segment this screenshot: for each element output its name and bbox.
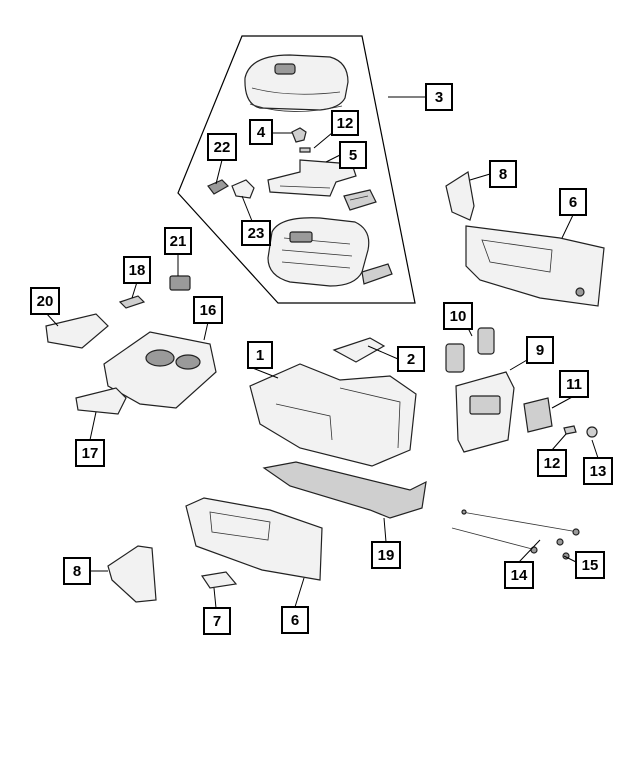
callout-19: 19: [371, 541, 401, 569]
callout-17: 17: [75, 439, 105, 467]
callout-22: 22: [207, 133, 237, 161]
callout-9: 9: [526, 336, 554, 364]
svg-text:8: 8: [73, 563, 81, 580]
console-mat-part: [332, 337, 386, 363]
console-base-part: [249, 363, 417, 467]
svg-text:23: 23: [248, 225, 265, 242]
svg-text:12: 12: [337, 115, 354, 132]
svg-text:15: 15: [582, 557, 599, 574]
rear-panel-part: [455, 371, 515, 453]
svg-text:8: 8: [499, 166, 507, 183]
callout-3: 3: [425, 83, 453, 111]
svg-text:20: 20: [37, 293, 54, 310]
callout-16: 16: [193, 296, 223, 324]
outlet-plate-part: [523, 397, 553, 433]
callout-12-lower: 12: [537, 449, 567, 477]
svg-text:17: 17: [82, 445, 99, 462]
lid-tray-part: [267, 217, 370, 287]
svg-text:11: 11: [566, 376, 582, 393]
hinge-part: [343, 189, 377, 211]
svg-text:5: 5: [349, 147, 357, 164]
tray-mat-part: [75, 387, 127, 415]
callout-21: 21: [164, 227, 192, 255]
front-bezel-part: [103, 331, 217, 409]
svg-text:12: 12: [544, 455, 561, 472]
switch-strip-part: [361, 263, 393, 285]
left-side-panel-part: [185, 497, 323, 581]
svg-text:3: 3: [435, 89, 443, 106]
callout-10: 10: [443, 302, 473, 330]
callout-11: 11: [559, 370, 589, 398]
svg-text:2: 2: [407, 351, 415, 368]
svg-text:10: 10: [450, 308, 467, 325]
pad-part: [200, 571, 238, 589]
clip-part: [291, 127, 311, 153]
callout-13: 13: [583, 457, 613, 485]
callout-23: 23: [241, 220, 271, 246]
svg-text:21: 21: [170, 233, 187, 250]
lid-assembly-boundary: [177, 35, 416, 304]
svg-text:4: 4: [257, 124, 266, 141]
callout-18: 18: [123, 256, 151, 284]
svg-text:18: 18: [129, 262, 146, 279]
svg-text:6: 6: [569, 194, 577, 211]
svg-text:7: 7: [213, 613, 221, 630]
support-bracket-part: [262, 461, 427, 519]
svg-text:14: 14: [511, 567, 528, 584]
svg-text:19: 19: [378, 547, 395, 564]
callout-7: 7: [203, 607, 231, 635]
callout-2: 2: [397, 346, 425, 372]
fastener-part: [556, 538, 570, 560]
switch-bezel-part: [445, 327, 495, 373]
armrest-lid-part: [244, 54, 349, 112]
callout-8-lower: 8: [63, 557, 91, 585]
callout-15: 15: [575, 551, 605, 579]
nut-part: [586, 426, 598, 438]
storage-bin-part: [45, 313, 109, 349]
callout-1: 1: [247, 341, 273, 369]
svg-text:22: 22: [214, 139, 231, 156]
svg-text:9: 9: [536, 342, 544, 359]
callout-20: 20: [30, 287, 60, 315]
callout-8-upper: 8: [489, 160, 517, 188]
svg-text:16: 16: [200, 302, 217, 319]
right-side-panel-part: [465, 225, 605, 307]
screw-part: [563, 425, 577, 435]
callout-12-upper: 12: [331, 110, 359, 136]
wire-harness-part: [451, 509, 580, 554]
connector-part: [169, 275, 191, 291]
side-trim-lower-part: [107, 545, 157, 603]
callout-4: 4: [249, 119, 273, 145]
svg-text:6: 6: [291, 612, 299, 629]
callout-5: 5: [339, 141, 367, 169]
latch-part: [207, 179, 255, 199]
callout-14: 14: [504, 561, 534, 589]
callout-6-lower: 6: [281, 606, 309, 634]
svg-text:13: 13: [590, 463, 607, 480]
callout-6-upper: 6: [559, 188, 587, 216]
svg-text:1: 1: [256, 347, 264, 364]
side-trim-upper-part: [445, 171, 475, 221]
